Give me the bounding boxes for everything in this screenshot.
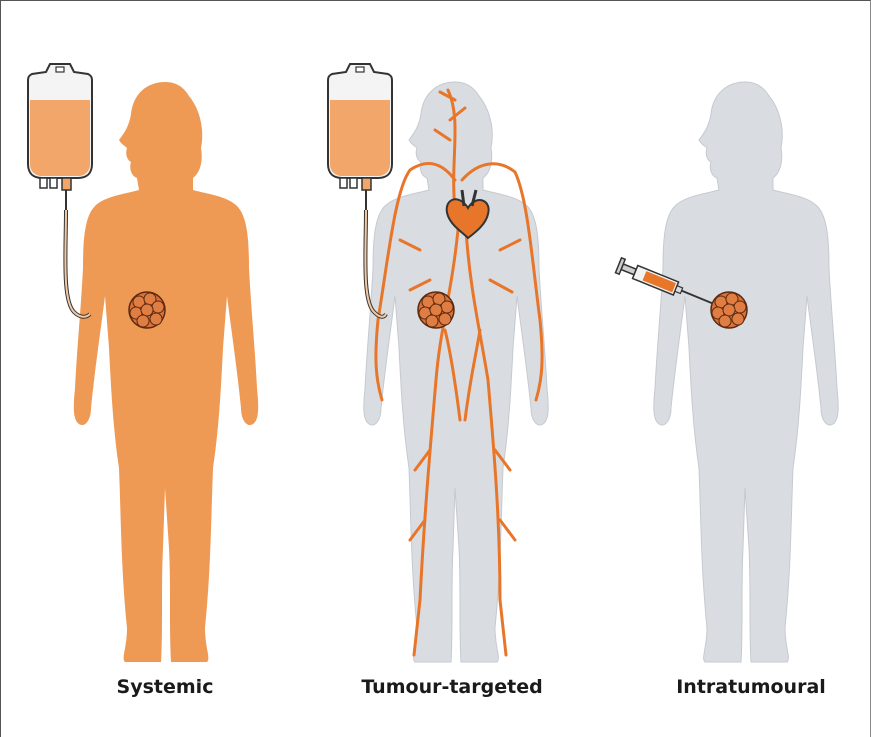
iv-bag-icon (328, 64, 392, 210)
body-silhouette-orange (74, 82, 258, 662)
iv-bag-icon (28, 64, 92, 210)
systemic-panel (28, 64, 258, 662)
label-intratumoural: Intratumoural (621, 676, 871, 698)
tumour-icon (129, 292, 165, 328)
label-systemic: Systemic (35, 676, 295, 698)
body-silhouette-grey (654, 82, 838, 662)
tumour-targeted-panel (328, 64, 548, 662)
label-tumour-targeted: Tumour-targeted (322, 676, 582, 698)
intratumoural-panel (615, 82, 838, 662)
tumour-icon (418, 292, 454, 328)
tumour-icon (711, 292, 747, 328)
